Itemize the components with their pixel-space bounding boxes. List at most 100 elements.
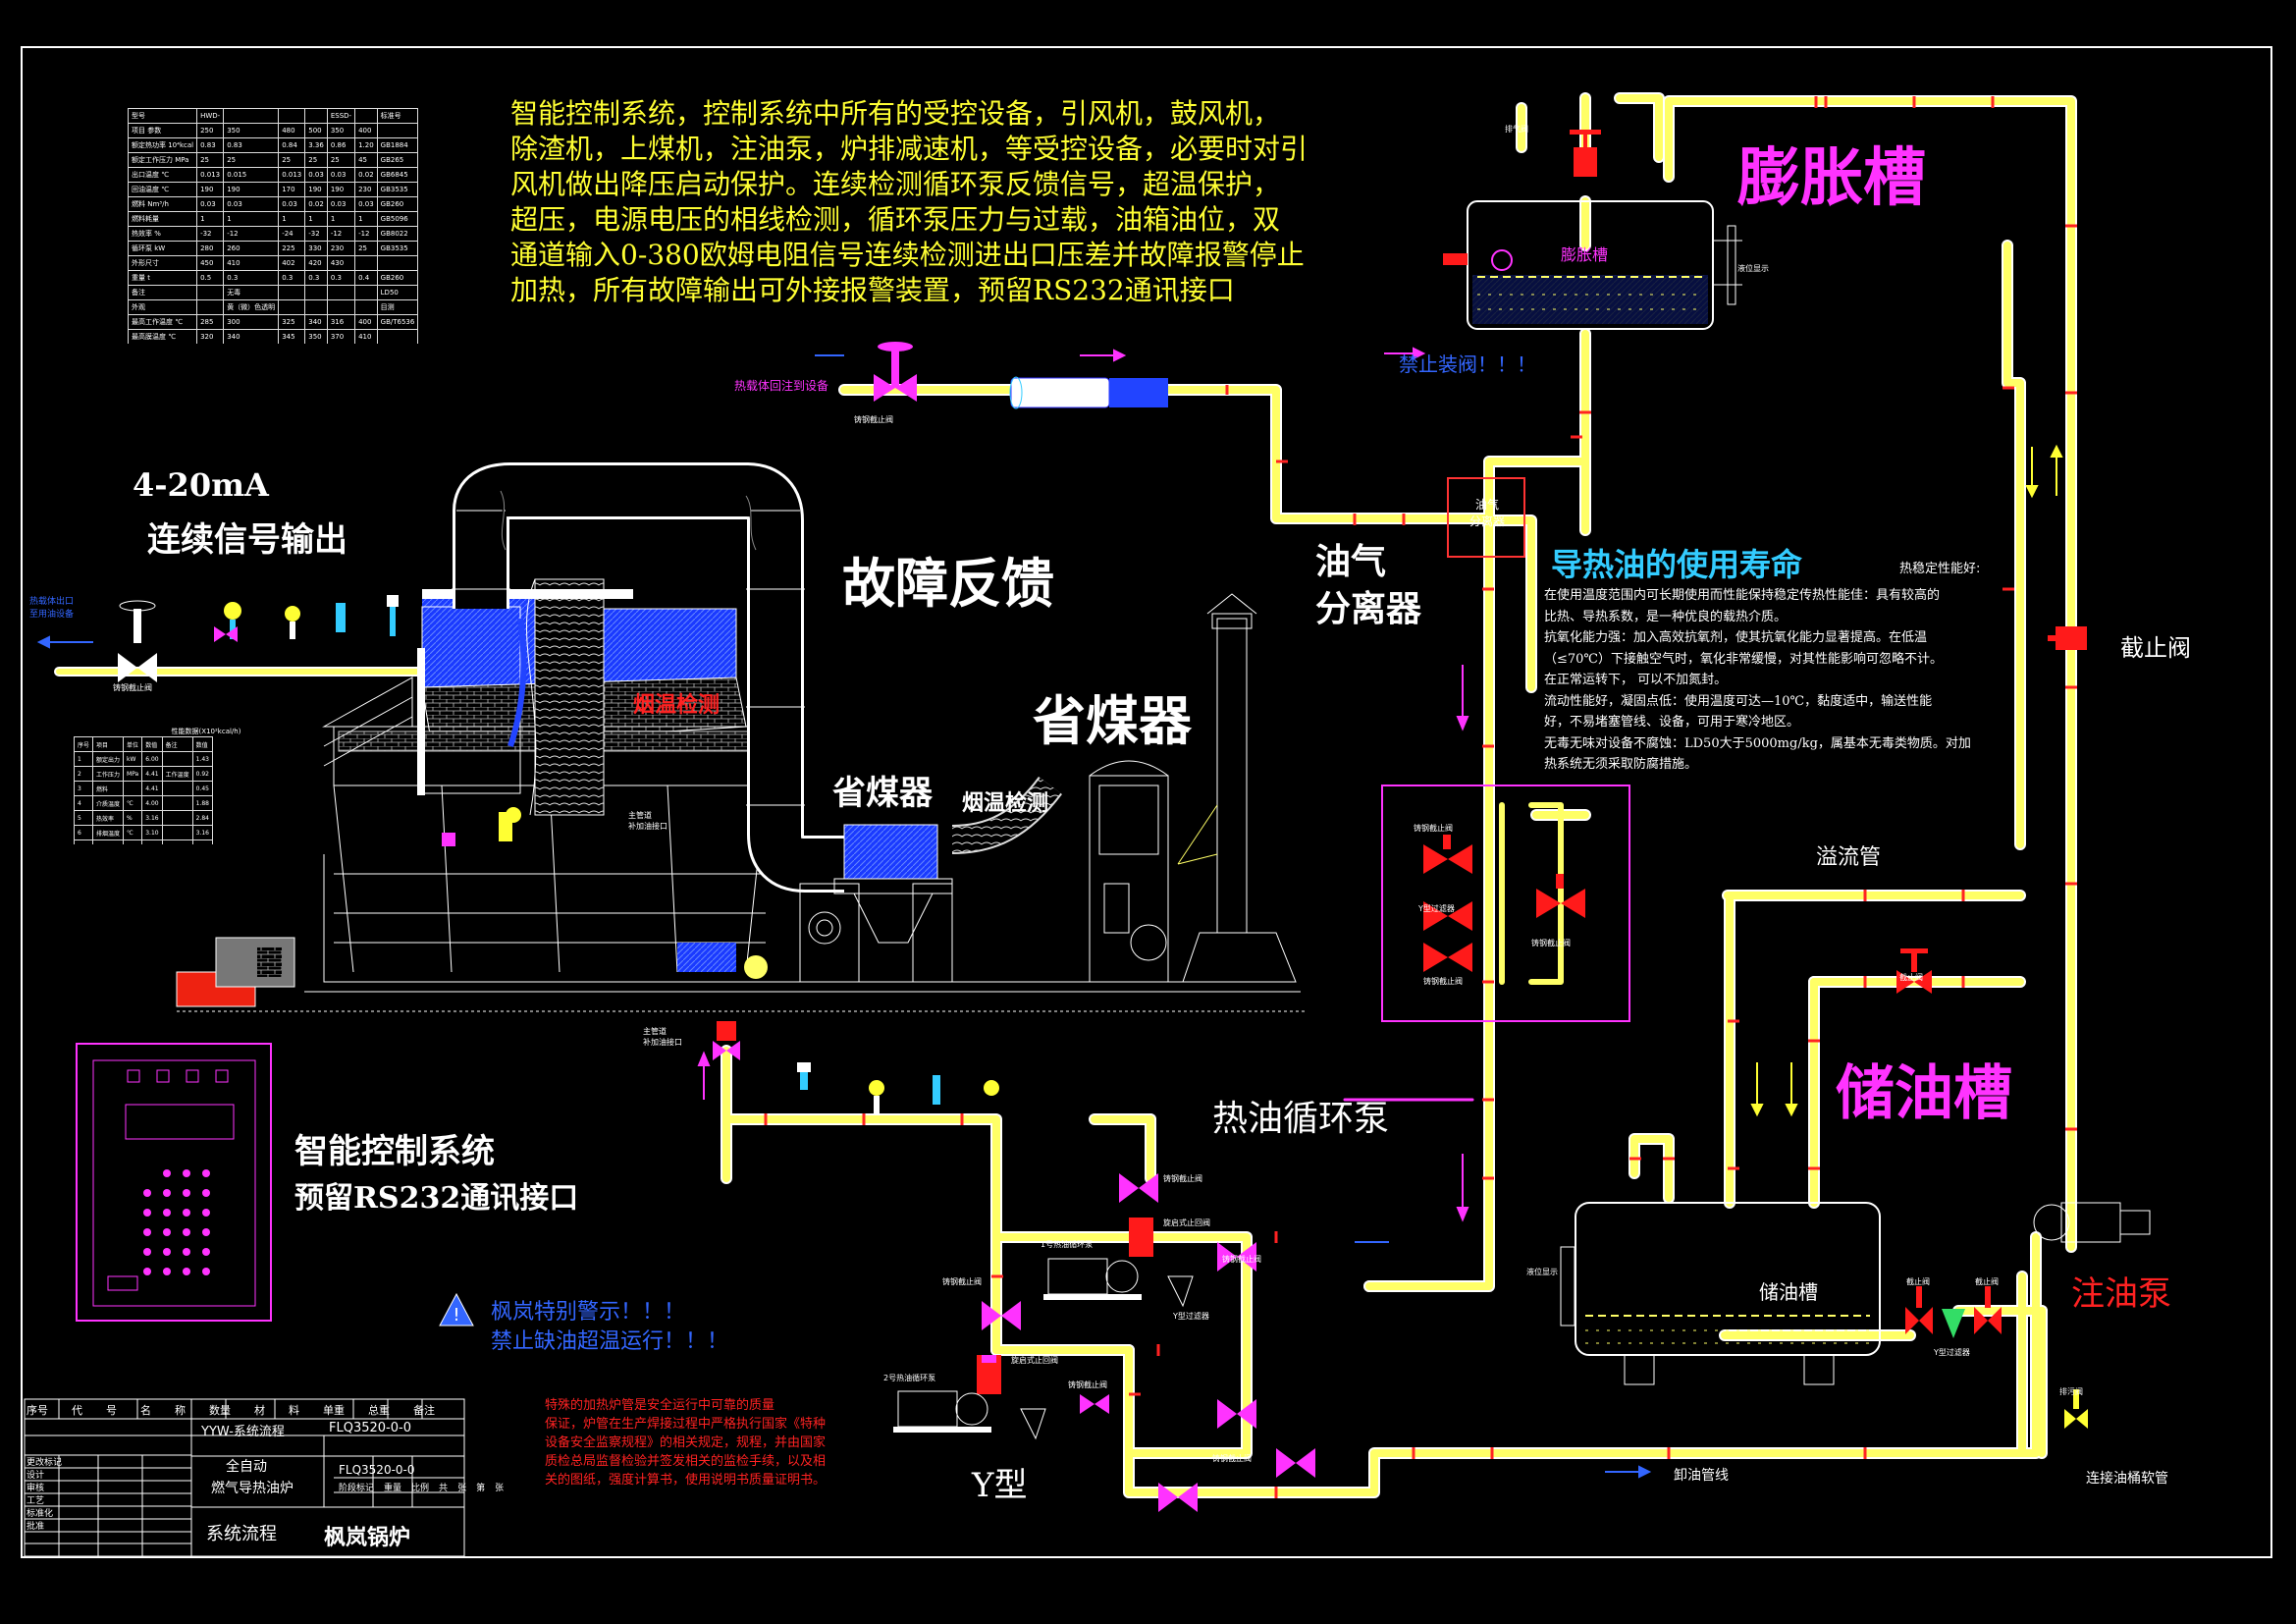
table-cell: 340 [304,314,328,330]
table-cell: 项目 参数 [128,123,198,138]
title-block-left-rows: 更改标记设计审核工艺标准化批准 [27,1457,62,1534]
table-cell: 325 [278,314,306,330]
table-cell [278,285,306,300]
red-note-line: 关的图纸，强度计算书，使用说明书质量证明书。 [545,1473,827,1488]
table-cell: 402 [278,255,306,271]
small-label: 铸钢截止阀 [113,683,152,692]
hot-oil-pump-label: 热油循环泵 [1212,1099,1390,1139]
economizer-title: 省煤器 [1033,689,1192,752]
storage-inner-label: 储油槽 [1759,1280,1818,1304]
title-block-header-cell: 料 [289,1404,299,1417]
table-cell: 7.09 [191,839,213,844]
to-equipment-label: 热载体出口 至用油设备 [29,597,75,620]
table-cell: 0.45 [191,781,213,796]
table-cell: 430 [326,255,356,271]
drain-valve-icon [2064,1389,2088,1429]
title-block-left-row: 工艺 [27,1496,45,1506]
table-cell: 0.03 [223,196,280,212]
table-cell: 热效率 % [128,226,198,242]
table-cell: 序号 [74,736,94,752]
table-cell: 额定热功率 10⁴kcal [128,137,198,153]
expansion-tank-title: 膨胀槽 [1737,141,1926,215]
company-name: 枫岚锅炉 [324,1525,411,1550]
table-cell: 25 [278,152,306,168]
table-cell: -24 [278,226,306,242]
small-label: Y型过滤器 [1934,1348,1970,1357]
table-cell: 单位 [123,736,143,752]
table-cell [304,299,328,315]
title-block-right-labels: 阶段标记重量比例共张第张 [339,1481,513,1493]
small-label: 2号热油循环泵 [883,1374,936,1382]
flue-temp-detect-2: 烟温检测 [962,790,1049,816]
table-cell [278,108,306,124]
table-row: 序号项目单位数值备注数值 [74,736,213,752]
return-stop-valve-icon [874,342,917,402]
table-cell: 最高工作温度 ℃ [128,314,198,330]
table-cell: ℃ [123,795,143,811]
small-label: 铸钢截止阀 [1531,939,1571,947]
table-cell: 4.41 [141,766,163,782]
table-cell: 备注 [161,736,193,752]
table-cell: 0.03 [326,196,356,212]
check-valve-1-icon [1129,1218,1153,1257]
table-cell: 400 [354,314,378,330]
stop-valve-label: 截止阀 [2120,634,2191,662]
table-cell [161,825,193,840]
table-cell: 1 [278,211,306,227]
table-cell: 190 [196,182,225,197]
table-cell [376,255,419,271]
table-cell: 0.3 [278,270,306,286]
small-label: 主管道 补加油接口 [628,811,667,831]
top-paragraph: 智能控制系统，控制系统中所有的受控设备，引风机，鼓风机， 除渣机，上煤机，注油泵… [510,96,1308,308]
para-line: 超压，电源电压的相线检测，循环泵压力与过载，油箱油位，双 [510,203,1281,236]
table-cell [354,255,378,271]
table-cell: 4.41 [141,781,163,796]
unload-line-label: 卸油管线 [1674,1468,1729,1484]
oil-life-line: 在使用温度范围内可长期使用而性能保持稳定传热性能佳：具有较高的 [1544,588,1941,603]
table-cell: 0.03 [278,196,306,212]
separator-box-label: 油气 分离器 [1469,498,1506,528]
table-cell: 25 [354,241,378,256]
table-cell: 1 [74,751,94,767]
small-label: 铸钢截止阀 [1068,1380,1107,1389]
title-block-header-cell: 总重 [368,1404,390,1417]
oil-life-text: 在使用温度范围内可长期使用而性能保持稳定传热性能佳：具有较高的 比热、导热系数，… [1544,585,1971,776]
circulation-pump-1-icon [1043,1258,1142,1300]
warning-line2: 禁止缺油超温运行！！！ [491,1329,729,1354]
table-cell: 0.013 [196,167,225,183]
para-line: 加热，所有故障输出可外接报警装置，预留RS232通讯接口 [510,274,1235,306]
table-row: 外观黄（微）色透明目测 [128,299,419,315]
oil-life-line: 无毒无味对设备不腐蚀：LD50大于5000mg/kg，属基本无毒类物质。对加 [1544,735,1971,751]
table-cell: -12 [354,226,378,242]
table-cell: 1.88 [191,795,213,811]
table-cell [326,299,356,315]
table-cell [161,810,193,826]
title-block-right-label: 张 [457,1484,467,1493]
table-cell: 2.84 [191,810,213,826]
table-cell [223,108,280,124]
table-cell [278,299,306,315]
title-block-header-cell: 材 [254,1404,265,1417]
table-cell: HWD- [196,108,225,124]
small-label: 排污阀 [2059,1387,2083,1396]
table-cell: 最高膜温度 ℃ [128,329,198,344]
table-cell: 1.20 [354,137,378,153]
table-cell: GB3535 [376,241,419,256]
table-cell: 25 [326,152,356,168]
table-cell: 排烟温度 [92,825,125,840]
bypass-box [1381,785,1630,1022]
table-cell: 循环泵 kW [128,241,198,256]
red-note-line: 质检总局监督检验并签发相关的监检手续，以及相 [545,1454,827,1469]
y-filter-1-icon [1167,1275,1194,1308]
table-cell: GB260 [376,196,419,212]
smart-control-line1: 智能控制系统 [294,1132,495,1171]
title-block-left-row: 设计 [27,1471,45,1481]
drawing-number: FLQ3520-0-0 [329,1421,411,1435]
